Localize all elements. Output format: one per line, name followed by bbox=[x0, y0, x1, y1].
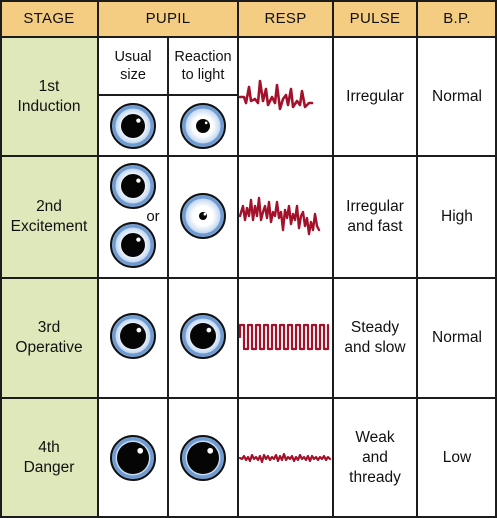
stage-3-name: Operative bbox=[15, 339, 83, 356]
stage-1-name: Induction bbox=[17, 97, 81, 115]
eye-stage2-reaction-icon bbox=[180, 193, 226, 239]
pulse-row-2: Irregular and fast bbox=[333, 156, 417, 278]
pulse-row-1: Irregular bbox=[333, 37, 417, 156]
pulse-4-line2: and bbox=[362, 449, 388, 466]
grid-outer-top bbox=[0, 0, 497, 2]
grid-v-pupil-split bbox=[167, 278, 169, 518]
pulse-row-3: Steady and slow bbox=[333, 278, 417, 398]
stage-1-label: 1st Induction bbox=[0, 37, 98, 156]
header-pulse: PULSE bbox=[333, 0, 417, 37]
grid-outer-bottom bbox=[0, 516, 497, 518]
header-bp: B.P. bbox=[417, 0, 497, 37]
resp-trace-stage3 bbox=[238, 323, 330, 351]
grid-h-row1 bbox=[0, 155, 497, 157]
bp-row-2: High bbox=[417, 156, 497, 278]
grid-v-pupil-split-top bbox=[167, 37, 169, 156]
resp-trace-stage1 bbox=[238, 79, 314, 111]
resp-trace-stage4 bbox=[238, 452, 332, 464]
bp-row-3: Normal bbox=[417, 278, 497, 398]
pulse-4-line3: thready bbox=[349, 469, 401, 486]
eye-stage2-usual-b-icon bbox=[110, 222, 156, 268]
stage-4-label: 4th Danger bbox=[0, 398, 98, 518]
eye-stage1-usual-icon bbox=[110, 103, 156, 149]
grid-v-resp bbox=[237, 0, 239, 518]
stage-2-label: 2nd Excitement bbox=[0, 156, 98, 278]
pulse-4-line1: Weak bbox=[355, 429, 395, 446]
pupil-usual-size-header: Usual size bbox=[98, 37, 168, 95]
stage-4-number: 4th bbox=[38, 439, 60, 456]
grid-v-pupil-split-row2 bbox=[167, 156, 169, 278]
pulse-3-line2: and slow bbox=[344, 339, 406, 356]
bp-row-4: Low bbox=[417, 398, 497, 518]
eye-stage4-usual-icon bbox=[110, 435, 156, 481]
pulse-2-line1: Irregular bbox=[346, 198, 404, 215]
bp-1-value: Normal bbox=[432, 87, 482, 105]
grid-v-pulse bbox=[332, 0, 334, 518]
eye-stage3-usual-icon bbox=[110, 313, 156, 359]
usual-label-line1: Usual bbox=[114, 49, 152, 65]
reaction-label-line2: to light bbox=[181, 67, 225, 83]
grid-h-row3 bbox=[0, 397, 497, 399]
grid-h-row2 bbox=[0, 277, 497, 279]
eye-stage4-reaction-icon bbox=[180, 435, 226, 481]
eye-stage2-usual-a-icon bbox=[110, 163, 156, 209]
pulse-2-line2: and fast bbox=[347, 218, 403, 235]
stage-3-number: 3rd bbox=[37, 319, 61, 336]
reaction-label-line1: Reaction bbox=[174, 49, 232, 65]
bp-row-1: Normal bbox=[417, 37, 497, 156]
stage-4-name: Danger bbox=[23, 459, 75, 476]
grid-h-header bbox=[0, 36, 497, 38]
grid-v-bp bbox=[416, 0, 418, 518]
pulse-row-4: Weak and thready bbox=[333, 398, 417, 518]
bp-2-value: High bbox=[441, 208, 473, 225]
usual-label-line2: size bbox=[120, 67, 146, 83]
stage-2-number: 2nd bbox=[36, 198, 62, 215]
header-resp: RESP bbox=[238, 0, 333, 37]
grid-outer-left bbox=[0, 0, 2, 518]
eye-stage1-reaction-icon bbox=[180, 103, 226, 149]
or-label: or bbox=[146, 208, 160, 225]
header-pupil: PUPIL bbox=[98, 0, 238, 37]
bp-3-value: Normal bbox=[432, 329, 482, 346]
pulse-1-line1: Irregular bbox=[346, 87, 404, 105]
bp-4-value: Low bbox=[442, 449, 472, 466]
stage-3-label: 3rd Operative bbox=[0, 278, 98, 398]
resp-trace-stage2 bbox=[238, 196, 321, 236]
stage-1-number: 1st bbox=[38, 77, 60, 95]
pulse-3-line1: Steady bbox=[350, 319, 400, 336]
header-stage: STAGE bbox=[0, 0, 98, 37]
pupil-reaction-header: Reaction to light bbox=[168, 37, 238, 95]
stage-2-name: Excitement bbox=[10, 218, 88, 235]
grid-v-stage bbox=[97, 0, 99, 518]
grid-outer-right bbox=[495, 0, 497, 518]
eye-stage3-reaction-icon bbox=[180, 313, 226, 359]
